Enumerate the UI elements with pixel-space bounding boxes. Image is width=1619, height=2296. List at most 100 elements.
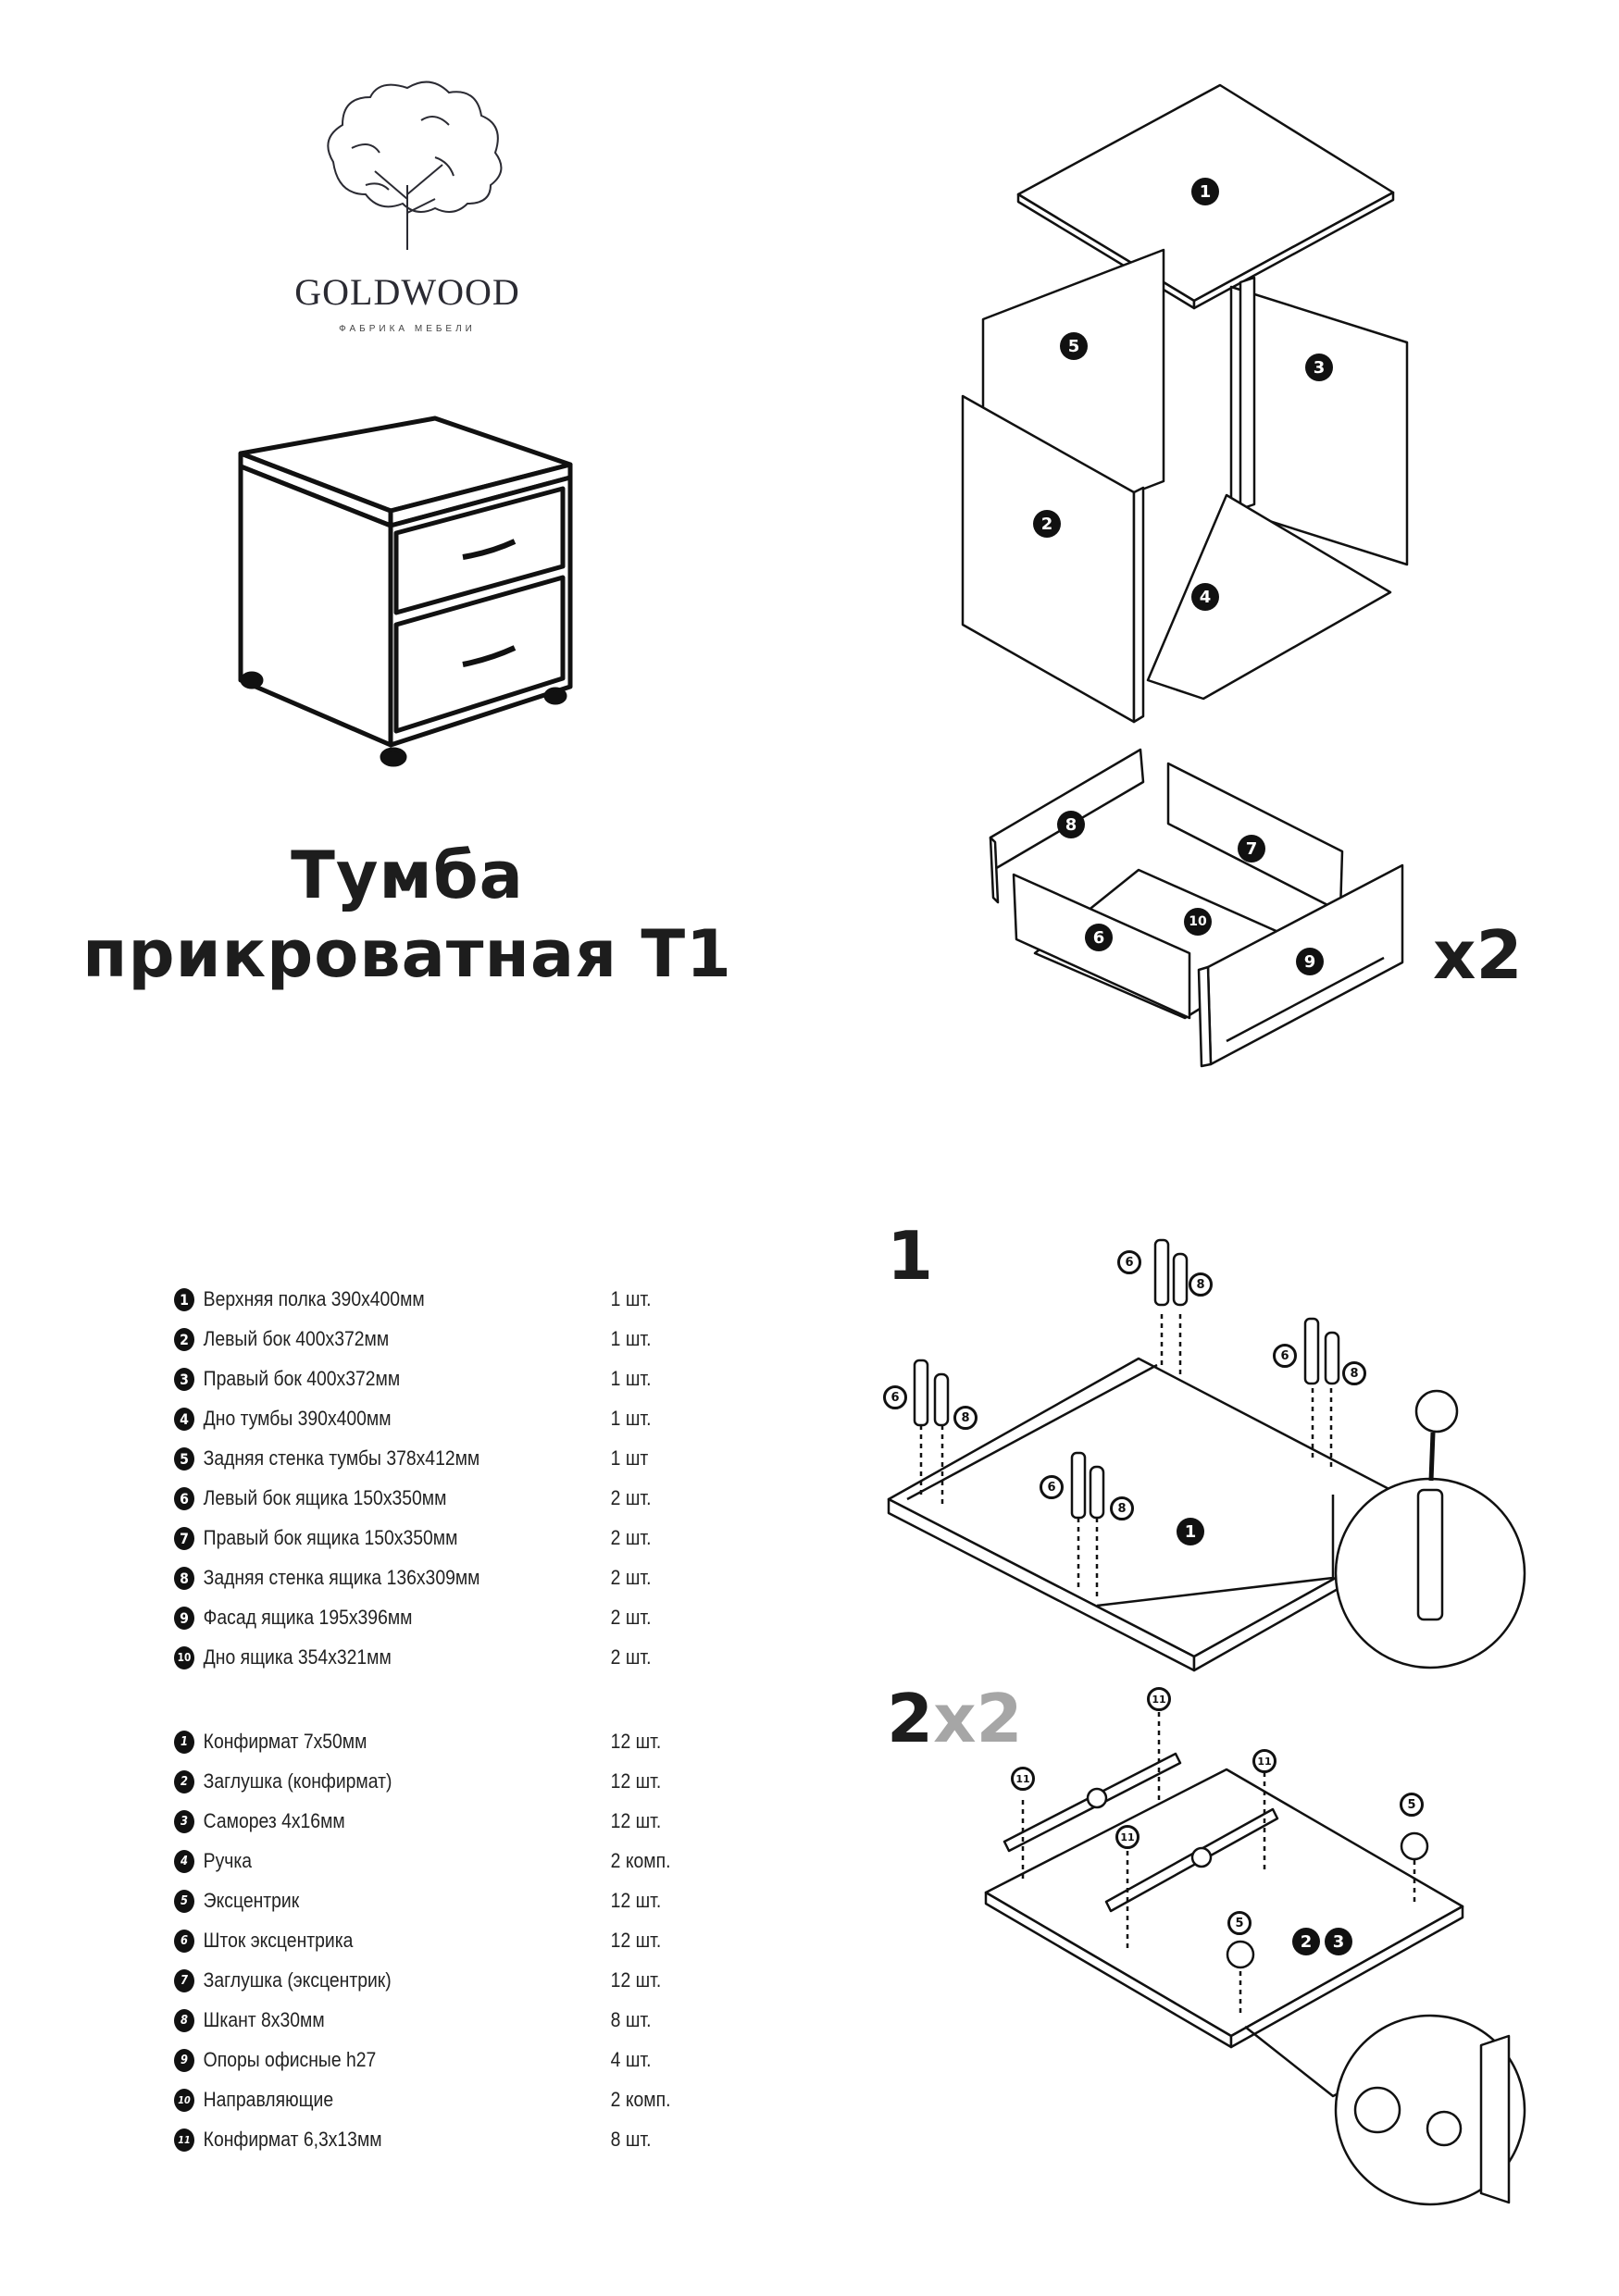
hardware-number: 1	[174, 1730, 194, 1754]
part-number: 7	[174, 1526, 194, 1550]
hardware-name: Конфирмат 7х50мм	[203, 1730, 367, 1753]
hardware-callout: 11	[1011, 1767, 1035, 1791]
hardware-qty: 12 шт.	[610, 1929, 662, 1952]
drawer-multiplier: x2	[1433, 916, 1523, 994]
hardware-callout: 11	[1115, 1825, 1140, 1849]
hardware-name: Заглушка (эксцентрик)	[203, 1968, 392, 1992]
part-callout: 4	[1191, 583, 1219, 611]
hardware-callout: 8	[1342, 1361, 1366, 1385]
hardware-qty: 12 шт.	[610, 1889, 662, 1912]
step2-number: 2	[887, 1680, 934, 1757]
hardware-qty: 2 комп.	[610, 2088, 671, 2111]
part-number: 6	[174, 1486, 194, 1510]
part-qty: 1 шт.	[610, 1287, 652, 1310]
hardware-number: 7	[174, 1968, 194, 1992]
part-name: Задняя стенка ящика 136х309мм	[203, 1566, 480, 1589]
step2-diagram	[984, 1712, 1526, 2206]
part-name: Левый бок 400х372мм	[203, 1327, 390, 1350]
hardware-name: Конфирмат 6,3х13мм	[203, 2128, 382, 2151]
hardware-callout: 5	[1227, 1911, 1252, 1935]
hardware-list-item: 7 Заглушка (эксцентрик) 12 шт.	[174, 1965, 661, 1996]
hardware-number: 2	[174, 1769, 194, 1793]
hardware-name: Шкант 8х30мм	[203, 2008, 325, 2031]
part-qty: 2 шт.	[610, 1606, 652, 1629]
hardware-callout: 6	[1040, 1475, 1064, 1499]
step1-diagram	[887, 1238, 1526, 1672]
hardware-name: Саморез 4х16мм	[203, 1809, 345, 1832]
hardware-name: Направляющие	[203, 2088, 334, 2111]
part-qty: 1 шт.	[610, 1407, 652, 1430]
parts-list-item: 2 Левый бок 400х372мм 1 шт.	[174, 1323, 651, 1355]
part-callout: 3	[1325, 1928, 1352, 1955]
tree-logo-icon	[327, 81, 503, 250]
hardware-number: 6	[174, 1929, 194, 1953]
brand-subtitle: ФАБРИКА МЕБЕЛИ	[339, 324, 476, 334]
part-callout: 2	[1292, 1928, 1320, 1955]
part-qty: 1 шт.	[610, 1327, 652, 1350]
hardware-number: 9	[174, 2048, 194, 2072]
part-number: 4	[174, 1407, 194, 1431]
hardware-list-item: 1 Конфирмат 7х50мм 12 шт.	[174, 1726, 661, 1757]
part-callout: 6	[1085, 924, 1113, 951]
hardware-name: Шток эксцентрика	[203, 1929, 354, 1952]
part-name: Фасад ящика 195х396мм	[203, 1606, 413, 1629]
part-callout: 8	[1057, 811, 1085, 838]
part-qty: 1 шт.	[610, 1367, 652, 1390]
hardware-number: 10	[174, 2088, 194, 2112]
hardware-callout: 6	[1273, 1344, 1297, 1368]
part-qty: 2 шт.	[610, 1486, 652, 1509]
brand-name: GOLDWOOD	[294, 271, 520, 313]
hardware-callout: 6	[1117, 1250, 1141, 1274]
hardware-list-item: 6 Шток эксцентрика 12 шт.	[174, 1925, 661, 1956]
step1-number: 1	[887, 1217, 934, 1295]
part-callout: 1	[1177, 1518, 1204, 1545]
hardware-number: 4	[174, 1849, 194, 1873]
hardware-qty: 2 комп.	[610, 1849, 671, 1872]
hardware-qty: 12 шт.	[610, 1968, 662, 1992]
part-number: 5	[174, 1446, 194, 1471]
hardware-callout: 8	[953, 1406, 978, 1430]
parts-list-item: 1 Верхняя полка 390х400мм 1 шт.	[174, 1284, 651, 1315]
part-number: 9	[174, 1606, 194, 1630]
part-qty: 2 шт.	[610, 1566, 652, 1589]
hardware-callout: 8	[1110, 1496, 1134, 1520]
hardware-qty: 12 шт.	[610, 1809, 662, 1832]
part-callout: 2	[1033, 510, 1061, 538]
hardware-number: 5	[174, 1889, 194, 1913]
parts-list-item: 4 Дно тумбы 390х400мм 1 шт.	[174, 1403, 651, 1434]
hardware-qty: 12 шт.	[610, 1730, 662, 1753]
parts-list-item: 9 Фасад ящика 195х396мм 2 шт.	[174, 1602, 651, 1633]
part-qty: 2 шт.	[610, 1645, 652, 1669]
part-callout: 7	[1238, 835, 1265, 863]
hardware-callout: 11	[1252, 1749, 1277, 1773]
hardware-qty: 8 шт.	[610, 2008, 652, 2031]
parts-list-item: 8 Задняя стенка ящика 136х309мм 2 шт.	[174, 1562, 651, 1594]
part-callout: 9	[1296, 948, 1324, 975]
product-title-line1: Тумба	[291, 838, 524, 913]
hardware-callout: 11	[1147, 1687, 1171, 1711]
part-number: 1	[174, 1287, 194, 1311]
part-name: Верхняя полка 390х400мм	[203, 1287, 425, 1310]
hardware-callout: 5	[1400, 1793, 1424, 1817]
part-name: Дно ящика 354х321мм	[203, 1645, 392, 1669]
part-number: 2	[174, 1327, 194, 1351]
step2-multiplier: x2	[933, 1680, 1023, 1757]
hardware-callout: 6	[883, 1385, 907, 1409]
part-number: 8	[174, 1566, 194, 1590]
hardware-qty: 8 шт.	[610, 2128, 652, 2151]
hardware-list-item: 10 Направляющие 2 комп.	[174, 2084, 670, 2116]
part-name: Правый бок 400х372мм	[203, 1367, 401, 1390]
part-name: Задняя стенка тумбы 378х412мм	[203, 1446, 480, 1470]
part-name: Дно тумбы 390х400мм	[203, 1407, 392, 1430]
part-callout: 5	[1060, 332, 1088, 360]
